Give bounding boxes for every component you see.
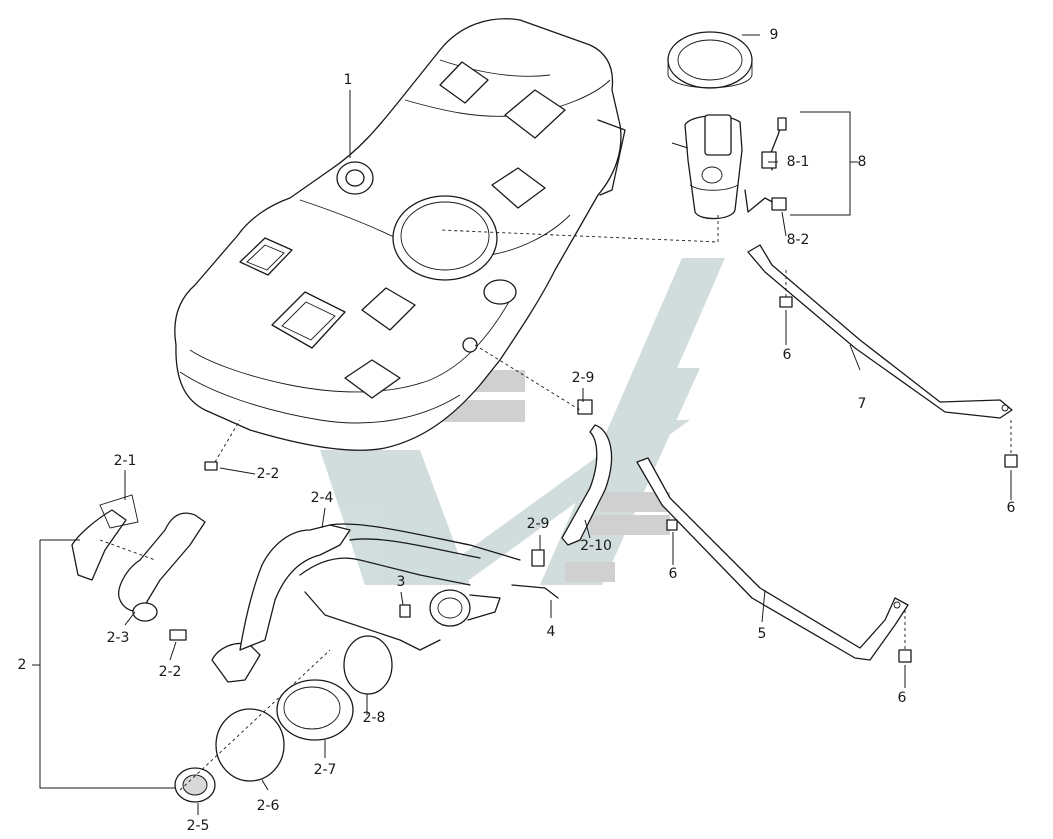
- callout-2-8: 2-8: [362, 710, 386, 726]
- callout-2-1: 2-1: [113, 453, 137, 469]
- callout-2: 2: [17, 657, 27, 673]
- callout-2-3: 2-3: [106, 630, 130, 646]
- bolt-parts: [666, 270, 1018, 663]
- callout-2-4: 2-4: [310, 490, 334, 506]
- fuel-sender-parts: [744, 117, 787, 213]
- filler-neck-assembly: [71, 344, 613, 803]
- callout-2-10: 2-10: [580, 538, 612, 554]
- callout-6-d: 6: [897, 690, 907, 706]
- callout-8: 8: [857, 154, 867, 170]
- callout-6-c: 6: [668, 566, 678, 582]
- callout-8-1: 8-1: [786, 154, 810, 170]
- pump-lock-ring: [667, 31, 753, 89]
- callout-2-6: 2-6: [256, 798, 280, 814]
- callout-8-2: 8-2: [786, 232, 810, 248]
- fuel-tank: [174, 18, 626, 451]
- callout-7: 7: [857, 396, 867, 412]
- callout-1: 1: [343, 72, 353, 88]
- callout-4: 4: [546, 624, 556, 640]
- callout-6-a: 6: [782, 347, 792, 363]
- fuel-pump-unit: [439, 114, 743, 243]
- tank-strap-lower: [636, 457, 909, 661]
- callout-2-5: 2-5: [186, 818, 210, 834]
- bolt-icon: [779, 270, 793, 308]
- callout-6-b: 6: [1006, 500, 1016, 516]
- bolt-icon: [666, 519, 678, 531]
- callout-5: 5: [757, 626, 767, 642]
- callout-2-2-lower: 2-2: [158, 664, 182, 680]
- callout-2-7: 2-7: [313, 762, 337, 778]
- callout-2-2-upper: 2-2: [256, 466, 280, 482]
- tank-strap-upper: [747, 244, 1013, 419]
- callout-2-9-lower: 2-9: [526, 516, 550, 532]
- bolt-icon: [1004, 420, 1018, 468]
- callout-2-9-upper: 2-9: [571, 370, 595, 386]
- bolt-icon: [898, 610, 912, 663]
- leader-lines: [32, 34, 1012, 815]
- callout-3: 3: [396, 574, 406, 590]
- callout-9: 9: [769, 27, 779, 43]
